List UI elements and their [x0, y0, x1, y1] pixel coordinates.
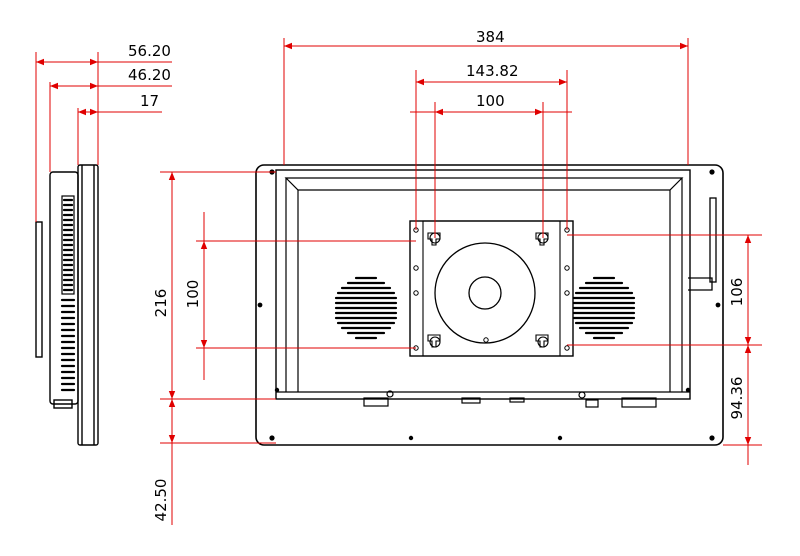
speaker-grille-right [572, 276, 636, 340]
inner-body [275, 169, 691, 400]
dim-vesa-width: 100 [476, 92, 505, 110]
vesa-keyhole-slots [427, 232, 549, 348]
side-vent-slots [60, 198, 76, 392]
outer-frame [255, 164, 724, 446]
rear-recess [284, 177, 684, 191]
side-view [35, 164, 99, 446]
side-back-panel [35, 221, 43, 358]
dim-right-lower-offset: 94.36 [728, 377, 746, 420]
dim-overall-width: 384 [476, 28, 505, 46]
rear-view [255, 164, 724, 446]
dim-side-depth-bezel: 17 [140, 92, 159, 110]
vesa-center-hole [468, 276, 502, 310]
dim-side-depth-body: 46.20 [128, 66, 171, 84]
dim-side-depth-total: 56.20 [128, 42, 171, 60]
side-bezel [77, 164, 99, 446]
dim-vesa-height-right: 106 [728, 278, 746, 307]
dim-bottom-offset: 42.50 [152, 479, 170, 522]
side-dimensions [35, 52, 172, 222]
vesa-plate-screws [413, 227, 570, 351]
vesa-plate-inner [422, 220, 561, 357]
side-mount-bracket [61, 195, 75, 295]
dim-mount-hole-span: 143.82 [466, 62, 519, 80]
vesa-disc [434, 242, 536, 344]
bottom-ports [363, 390, 657, 408]
side-foot [53, 399, 73, 409]
dim-overall-height: 216 [152, 289, 170, 318]
dim-vesa-height-left: 100 [184, 280, 202, 309]
speaker-grille-left [334, 276, 398, 340]
side-antenna [688, 197, 717, 291]
frame-screws [257, 169, 721, 441]
front-dimensions [160, 38, 762, 525]
